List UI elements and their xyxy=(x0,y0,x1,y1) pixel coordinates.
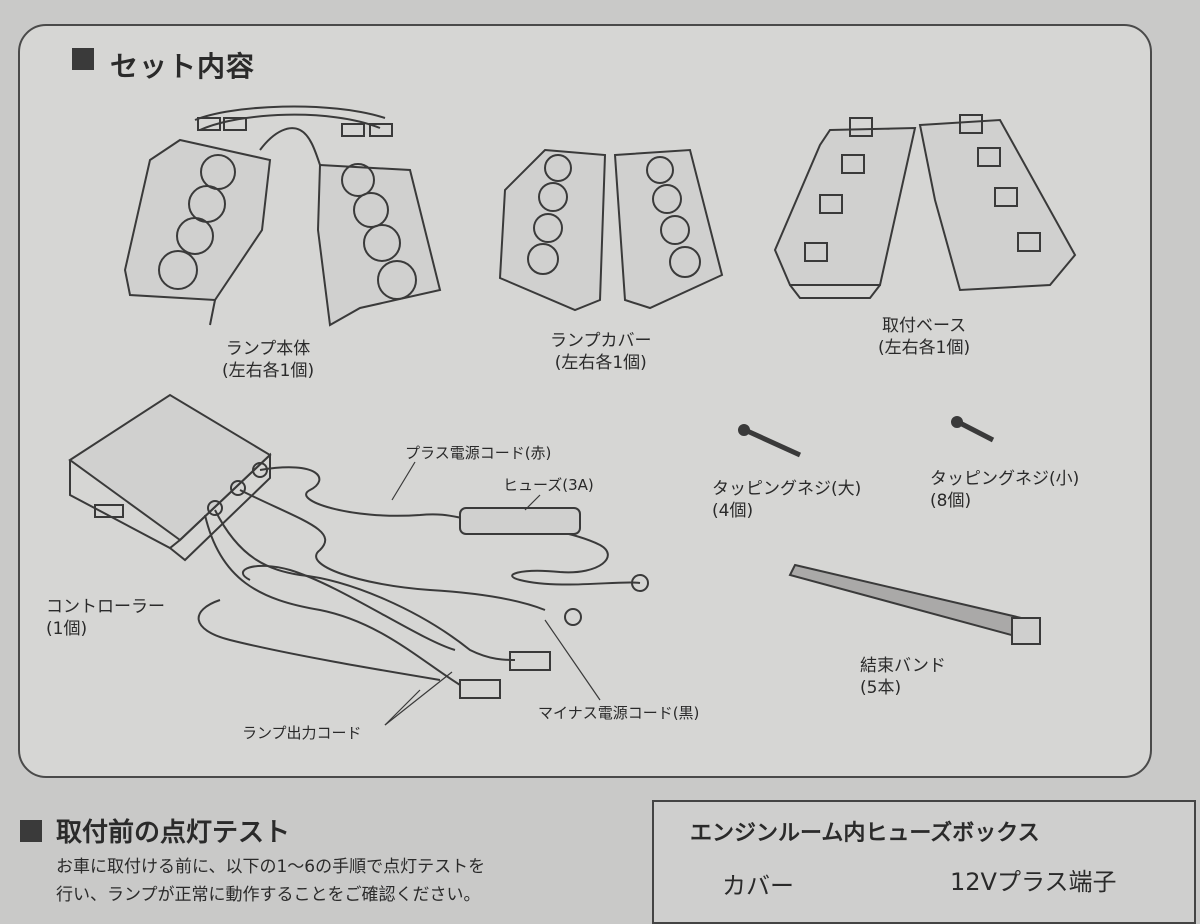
power-cords xyxy=(197,466,649,686)
lamp-wiring xyxy=(194,105,393,166)
mount-base-label: 取付ベース (左右各1個) xyxy=(878,316,971,358)
controller-unit xyxy=(68,393,272,562)
plus-cord-label: プラス電源コード(赤) xyxy=(405,444,552,462)
set-contents-title: セット内容 xyxy=(110,50,256,83)
output-connector xyxy=(459,679,501,699)
lamp-cover-label: ランプカバー (左右各1個) xyxy=(550,331,652,373)
fuse-box-cover-label: カバー xyxy=(722,872,794,900)
lamp-body-label: ランプ本体 (左右各1個) xyxy=(222,339,315,381)
lamp-cover-right xyxy=(613,148,724,310)
screw-small-art xyxy=(951,416,995,443)
screw-large-label: タッピングネジ(大) (4個) xyxy=(712,479,862,521)
section-bullet xyxy=(20,820,42,842)
lamp-body-left xyxy=(123,138,272,326)
lighting-test-title: 取付前の点灯テスト xyxy=(56,818,291,848)
cable-tie-art xyxy=(788,563,1041,645)
section-bullet xyxy=(72,48,94,70)
screw-large-art xyxy=(738,424,802,458)
output-connector xyxy=(509,651,551,671)
lamp-cover-left xyxy=(498,148,607,312)
lighting-test-text-1: お車に取付ける前に、以下の1～6の手順で点灯テストを xyxy=(56,857,486,877)
lamp-output-cord-label: ランプ出力コード xyxy=(242,724,362,742)
mount-base-left xyxy=(773,117,917,299)
fuse-box-terminal-label: 12Vプラス端子 xyxy=(950,868,1117,896)
cable-tie-label: 結束バンド (5本) xyxy=(860,656,946,698)
fuse-label: ヒューズ(3A) xyxy=(503,476,594,494)
fuse-box-title: エンジンルーム内ヒューズボックス xyxy=(690,821,1040,846)
mount-base-right xyxy=(918,114,1077,292)
controller-label: コントローラー (1個) xyxy=(46,597,165,639)
illustration xyxy=(68,105,1077,726)
lighting-test-text-2: 行い、ランプが正常に動作することをご確認ください。 xyxy=(56,885,481,905)
screw-small-label: タッピングネジ(小) (8個) xyxy=(930,469,1080,511)
fuse-holder xyxy=(459,507,581,535)
lamp-body-right xyxy=(316,163,442,327)
minus-cord-label: マイナス電源コード(黒) xyxy=(538,704,700,722)
